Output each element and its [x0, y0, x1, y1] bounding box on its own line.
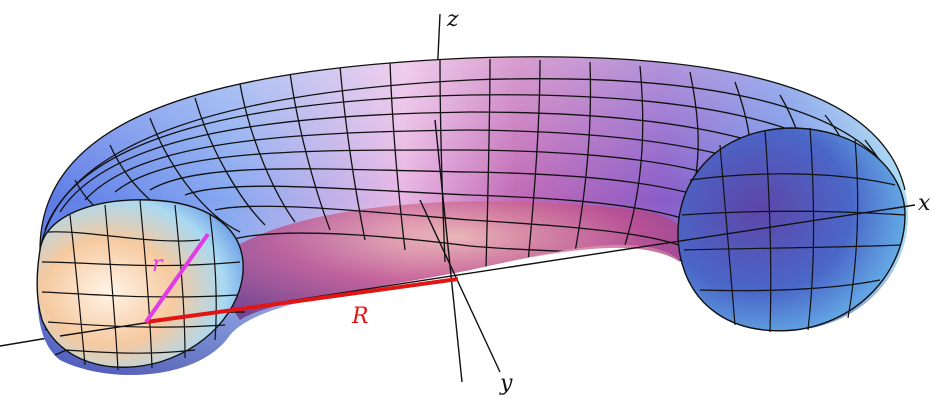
y-axis: [419, 199, 501, 373]
torus-surface: [36, 56, 909, 375]
z-axis: [434, 119, 463, 383]
major-radius-label: R: [351, 304, 369, 329]
z-axis-label: z: [446, 7, 459, 32]
minor-radius-label: r: [152, 252, 164, 277]
right-tube-cap: [677, 127, 906, 333]
left-tube-cap: [36, 199, 244, 371]
x-axis-label: x: [918, 191, 931, 216]
minor-radius-line: [144, 232, 210, 324]
y-axis-label: y: [499, 371, 513, 396]
major-radius-line: [145, 277, 459, 324]
